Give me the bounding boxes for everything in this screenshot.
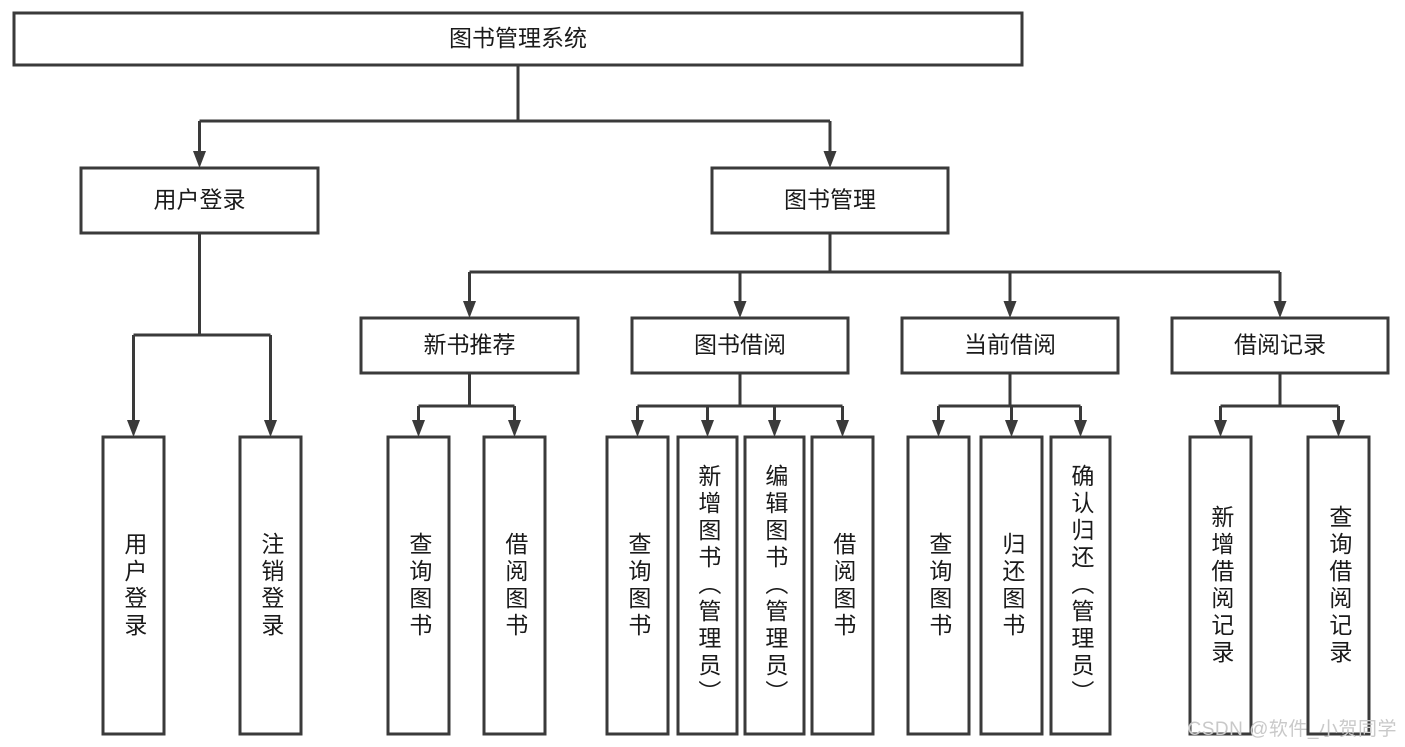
- arrow-head: [768, 420, 781, 437]
- node-book-manage[interactable]: 图书管理: [710, 166, 950, 235]
- node-borrow-record[interactable]: 借阅记录: [1170, 316, 1390, 375]
- watermark-text: CSDN @软件_小贺同学: [1187, 719, 1397, 740]
- node-label: 图书管理: [784, 187, 876, 213]
- node-label: 图书管理系统: [449, 25, 587, 51]
- node-leaf-user-login[interactable]: [101, 435, 166, 736]
- node-leaf-edit-book[interactable]: [743, 435, 806, 736]
- arrow-head: [932, 420, 945, 437]
- arrow-head: [1074, 420, 1087, 437]
- node-book-borrow[interactable]: 图书借阅: [630, 316, 850, 375]
- node-leaf-add-record[interactable]: [1188, 435, 1253, 736]
- node-box[interactable]: [710, 166, 950, 235]
- arrow-head: [193, 151, 206, 168]
- node-box[interactable]: [386, 435, 451, 736]
- arrow-head: [1214, 420, 1227, 437]
- arrow-head: [733, 301, 747, 318]
- node-leaf-borrow-book-1[interactable]: [482, 435, 547, 736]
- arrow-head: [823, 151, 837, 168]
- node-box[interactable]: [979, 435, 1044, 736]
- arrow-head: [836, 420, 849, 437]
- arrow-head: [1273, 301, 1287, 318]
- node-box[interactable]: [900, 316, 1120, 375]
- node-label: 图书借阅: [694, 332, 786, 358]
- node-box[interactable]: [1049, 435, 1112, 736]
- node-leaf-return-book[interactable]: [979, 435, 1044, 736]
- node-box[interactable]: [630, 316, 850, 375]
- node-box[interactable]: [1170, 316, 1390, 375]
- arrow-head: [412, 420, 425, 437]
- node-box[interactable]: [101, 435, 166, 736]
- node-box[interactable]: [743, 435, 806, 736]
- node-leaf-confirm-return[interactable]: [1049, 435, 1112, 736]
- connector-layer: [127, 65, 1345, 437]
- node-box[interactable]: [238, 435, 303, 736]
- arrow-head: [1332, 420, 1345, 437]
- node-box[interactable]: [605, 435, 670, 736]
- node-leaf-borrow-book-2[interactable]: [810, 435, 875, 736]
- node-box[interactable]: [810, 435, 875, 736]
- node-label: 当前借阅: [964, 332, 1056, 358]
- node-leaf-logout[interactable]: [238, 435, 303, 736]
- node-leaf-query-book-2[interactable]: [605, 435, 670, 736]
- node-box[interactable]: [359, 316, 580, 375]
- node-label: 用户登录: [154, 187, 246, 213]
- node-box[interactable]: [676, 435, 739, 736]
- arrow-head: [631, 420, 644, 437]
- node-leaf-add-book[interactable]: [676, 435, 739, 736]
- node-user-login[interactable]: 用户登录: [79, 166, 320, 235]
- arrow-head: [127, 420, 140, 437]
- node-label: 借阅记录: [1234, 332, 1326, 358]
- arrow-head: [701, 420, 714, 437]
- node-root[interactable]: 图书管理系统: [12, 11, 1024, 67]
- node-box[interactable]: [1306, 435, 1371, 736]
- node-leaf-query-book-3[interactable]: [906, 435, 971, 736]
- node-box[interactable]: [906, 435, 971, 736]
- node-leaf-query-book-1[interactable]: [386, 435, 451, 736]
- arrow-head: [264, 420, 277, 437]
- node-new-book-rec[interactable]: 新书推荐: [359, 316, 580, 375]
- arrow-head: [1005, 420, 1018, 437]
- arrow-head: [508, 420, 521, 437]
- arrow-head: [1003, 301, 1017, 318]
- node-box[interactable]: [482, 435, 547, 736]
- node-label: 新书推荐: [424, 332, 516, 358]
- node-current-borrow[interactable]: 当前借阅: [900, 316, 1120, 375]
- node-box[interactable]: [79, 166, 320, 235]
- node-leaf-query-record[interactable]: [1306, 435, 1371, 736]
- arrow-head: [463, 301, 476, 318]
- node-box[interactable]: [1188, 435, 1253, 736]
- node-box[interactable]: [12, 11, 1024, 67]
